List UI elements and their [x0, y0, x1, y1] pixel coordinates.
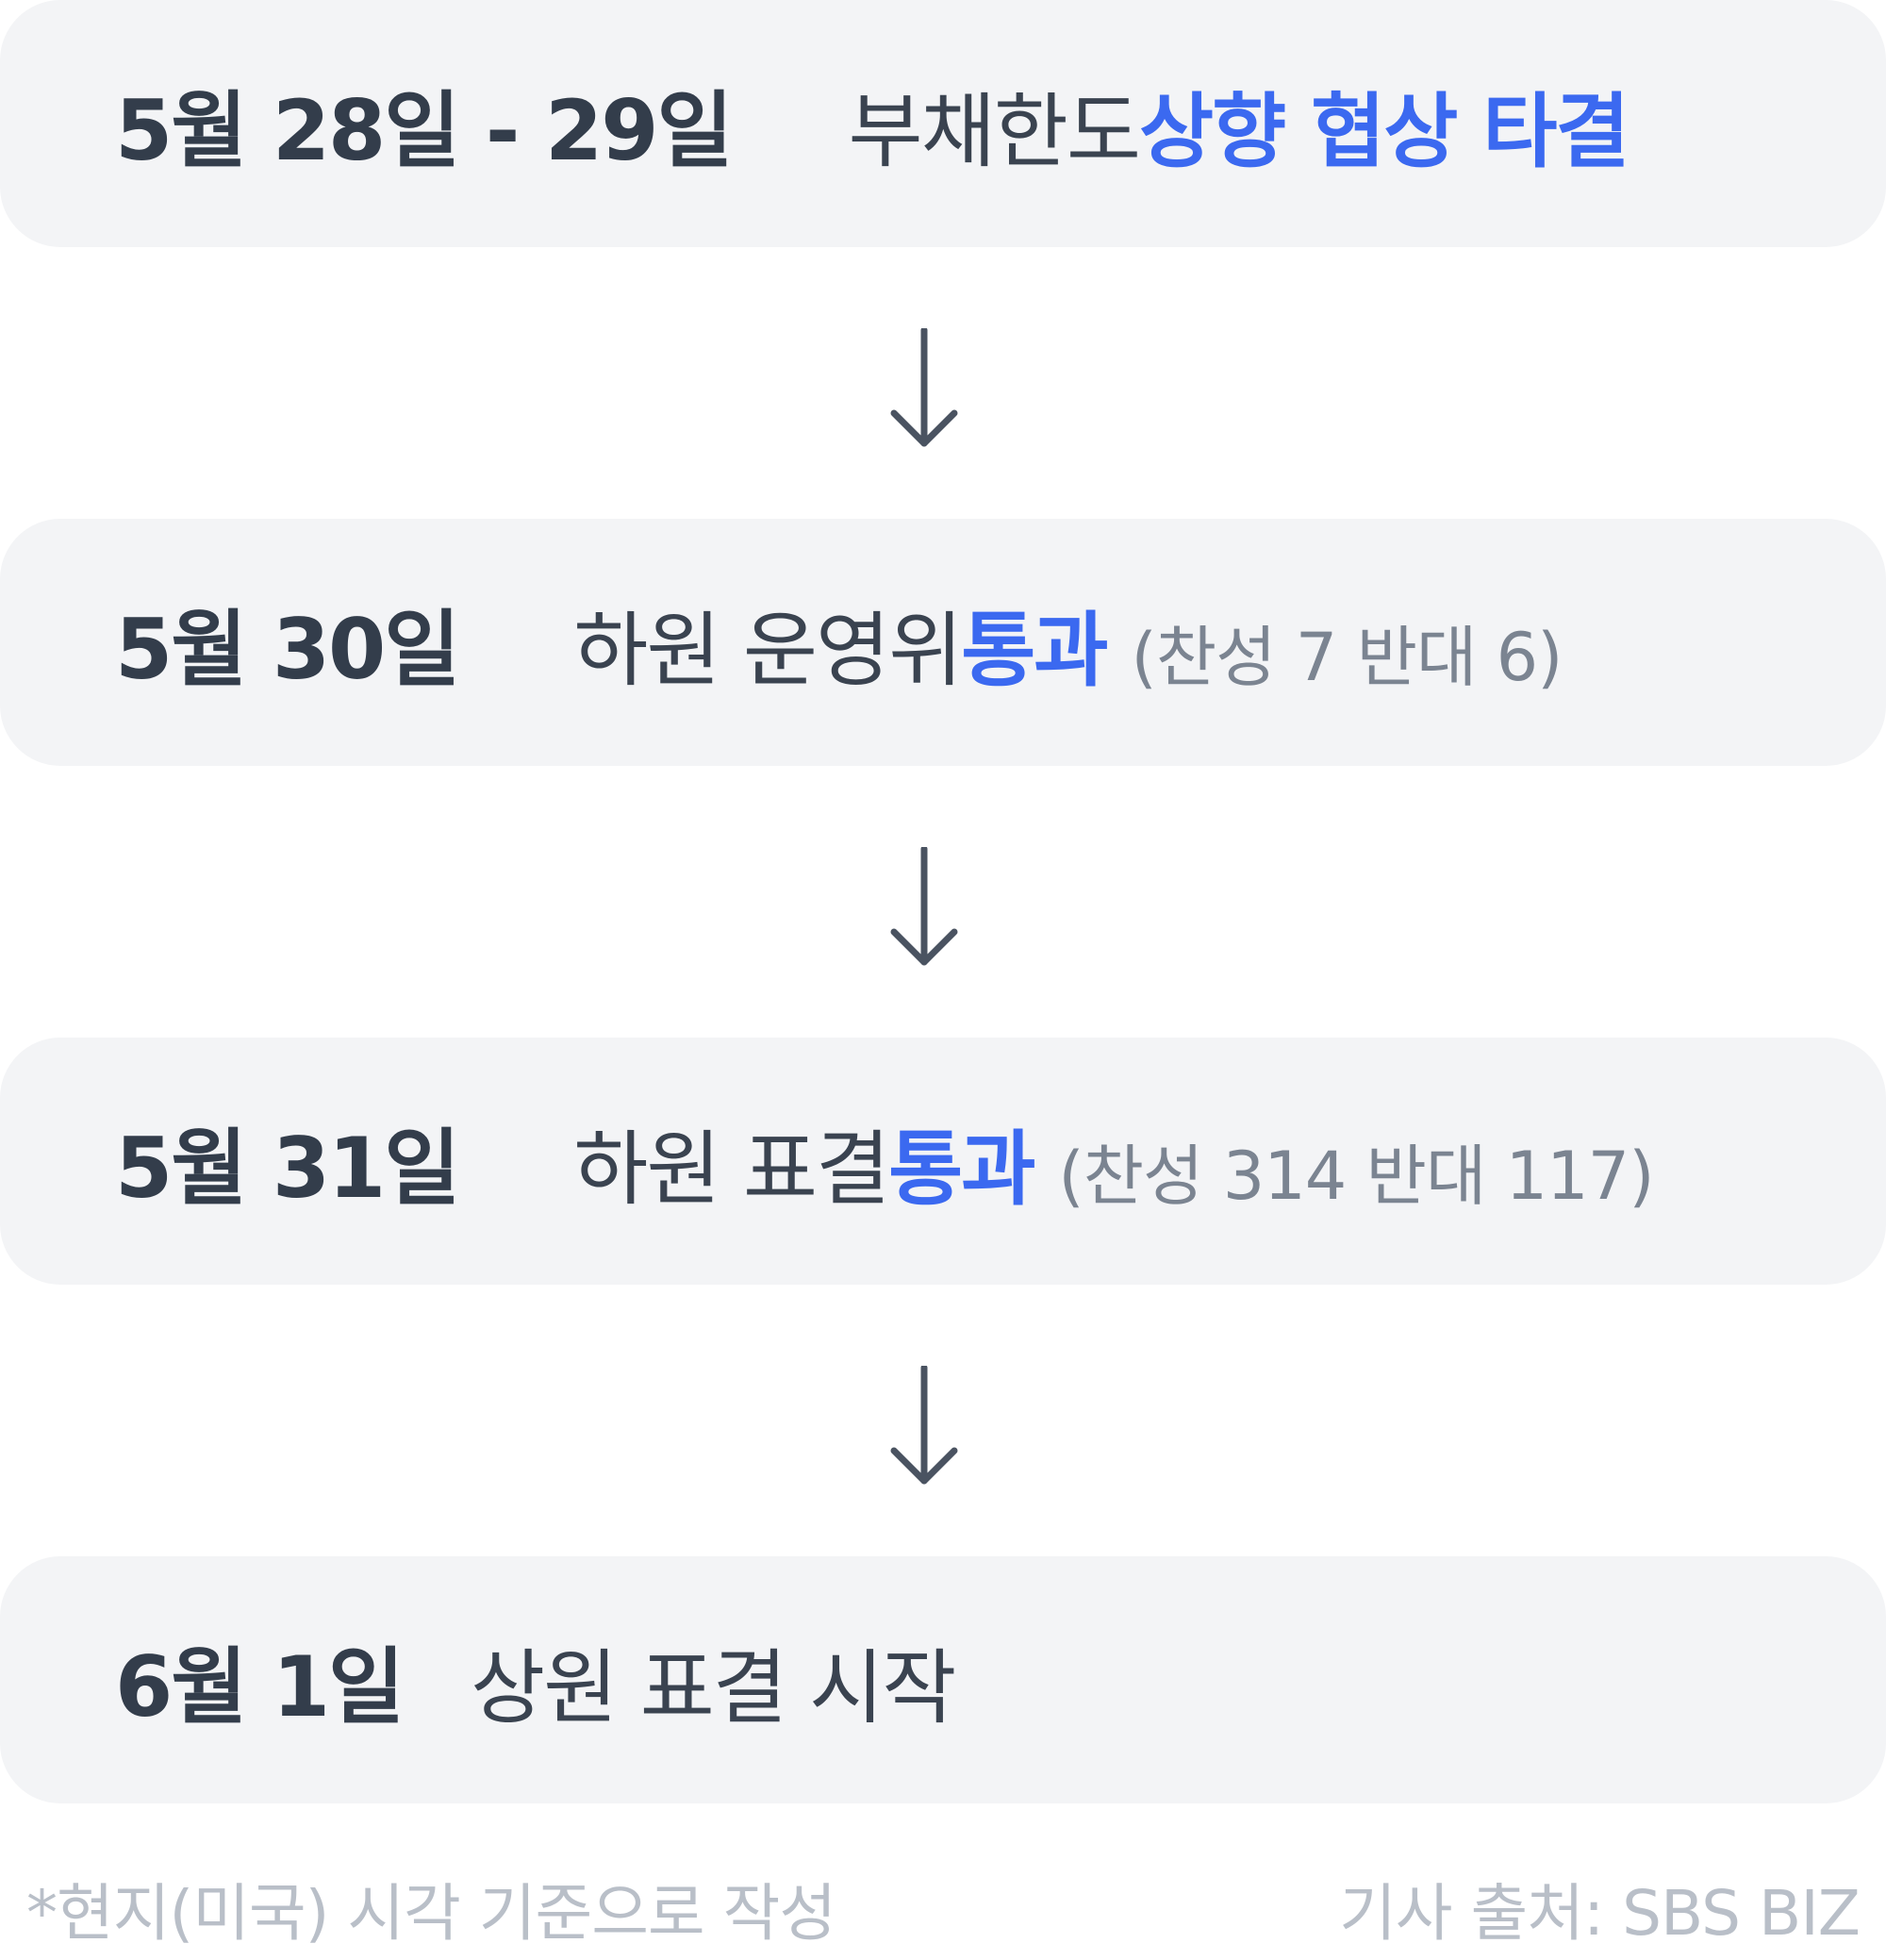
step-date: 5월 30일 [115, 600, 460, 698]
step-date: 5월 31일 [115, 1119, 460, 1217]
article-source: 기사 출처: SBS BIZ [1339, 1877, 1861, 1950]
timeline-row-4: 6월 1일 상원 표결 시작 [115, 1556, 1848, 1803]
timeline-row-2: 5월 30일 하원 운영위 통과 (찬성 7 반대 6) [115, 519, 1848, 766]
timeline-card-3: 5월 31일 하원 표결 통과 (찬성 314 반대 117) [0, 1038, 1886, 1285]
footnote-timezone: *현지(미국) 시각 기준으로 작성 [26, 1877, 836, 1950]
vote-count: (찬성 7 반대 6) [1131, 618, 1563, 696]
arrow-down-icon [890, 847, 958, 966]
step-text: 하원 표결 [573, 1121, 890, 1217]
step-date: 6월 1일 [115, 1637, 405, 1736]
timeline-row-1: 5월 28일 - 29일 부채한도 상향 협상 타결 [115, 0, 1848, 247]
timeline-row-3: 5월 31일 하원 표결 통과 (찬성 314 반대 117) [115, 1038, 1848, 1285]
timeline-card-1: 5월 28일 - 29일 부채한도 상향 협상 타결 [0, 0, 1886, 247]
step-text: 하원 운영위 [573, 603, 963, 698]
arrow-down-icon [890, 328, 958, 447]
arrow-down-icon [890, 1366, 958, 1485]
vote-count: (찬성 314 반대 117) [1058, 1137, 1654, 1215]
step-date: 5월 28일 - 29일 [115, 81, 733, 179]
step-highlight: 상향 협상 타결 [1138, 84, 1630, 179]
step-text: 상원 표결 시작 [471, 1640, 956, 1736]
timeline-card-2: 5월 30일 하원 운영위 통과 (찬성 7 반대 6) [0, 519, 1886, 766]
step-highlight: 통과 [888, 1121, 1035, 1217]
step-text: 부채한도 [848, 84, 1140, 179]
step-highlight: 통과 [961, 603, 1108, 698]
timeline-card-4: 6월 1일 상원 표결 시작 [0, 1556, 1886, 1803]
